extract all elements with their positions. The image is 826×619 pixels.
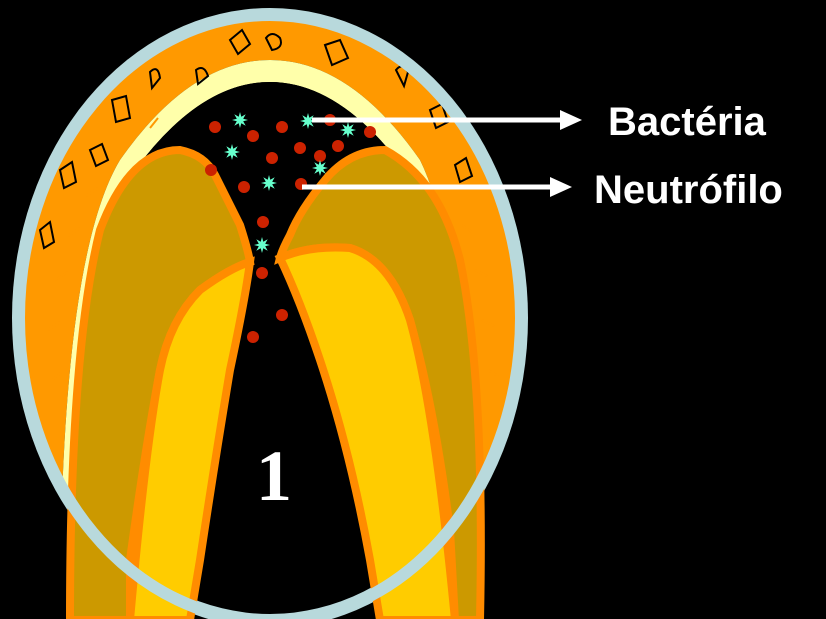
bacteria-star	[312, 160, 328, 176]
bacteria-star	[224, 144, 240, 160]
neutrophil-dot	[247, 331, 259, 343]
neutrophil-dot	[364, 126, 376, 138]
bacteria-star	[340, 122, 356, 138]
neutrophil-dot	[257, 216, 269, 228]
neutrophil-dot	[205, 164, 217, 176]
neutrophil-dot	[238, 181, 250, 193]
bacteria-star	[232, 112, 248, 128]
bacteria-star	[261, 175, 277, 191]
neutrophil-dot	[294, 142, 306, 154]
neutrophil-dot	[276, 121, 288, 133]
neutrophil-dot	[247, 130, 259, 142]
region-number: 1	[256, 436, 292, 516]
neutrophil-dot	[256, 267, 268, 279]
bacteria-star	[254, 237, 270, 253]
neutrophil-dot	[266, 152, 278, 164]
neutrophil-dot	[276, 309, 288, 321]
bacteria-label: Bactéria	[608, 100, 767, 144]
neutrophil-label: Neutrófilo	[594, 168, 783, 212]
neutrophil-dot	[209, 121, 221, 133]
neutrophil-dot	[332, 140, 344, 152]
